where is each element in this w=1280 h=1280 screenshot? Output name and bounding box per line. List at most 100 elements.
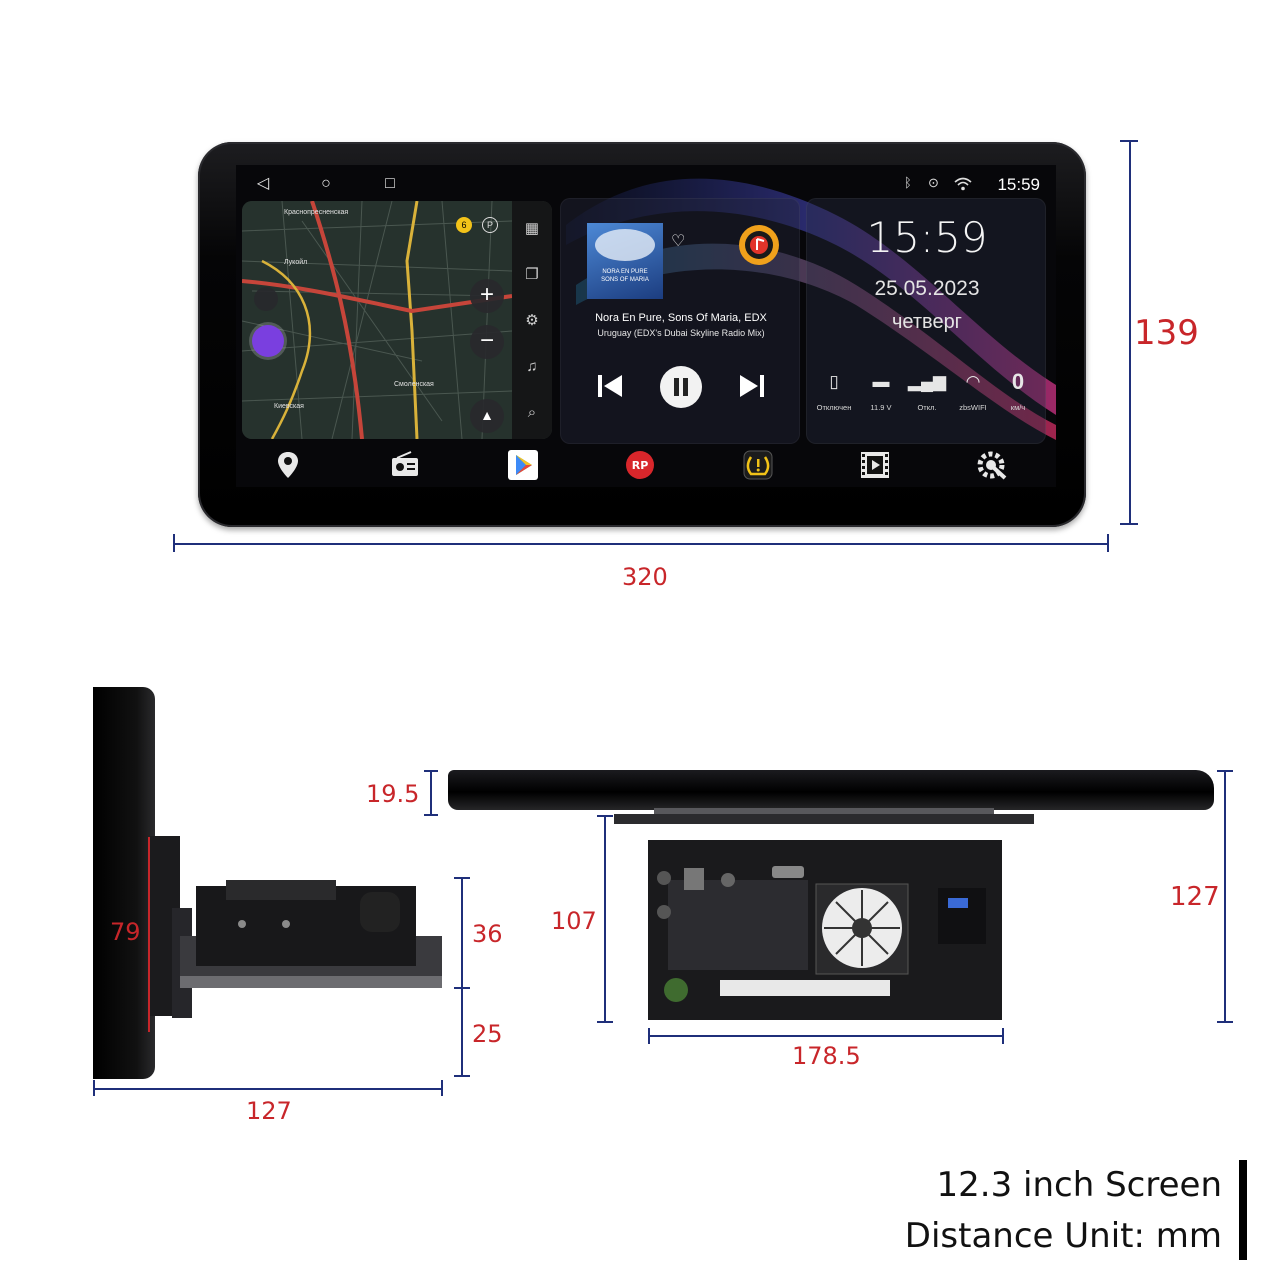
traffic-score-badge: 6 (456, 217, 472, 233)
distance-unit-text: Distance Unit: mm (904, 1216, 1222, 1256)
side-vertical-dimension-line (461, 877, 463, 1077)
song-title: Uruguay (EDX's Dubai Skyline Radio Mix) (597, 328, 765, 338)
maps-icon[interactable] (272, 449, 304, 481)
dimension-tick (597, 815, 613, 817)
footer-bar (1239, 1160, 1247, 1260)
dimension-tick (648, 1028, 650, 1044)
side-upper-label: 36 (472, 920, 503, 948)
svg-text:RP: RP (632, 459, 649, 472)
weekday: четверг (892, 311, 962, 333)
front-height-label: 139 (1134, 313, 1199, 353)
dimension-tick (1002, 1028, 1004, 1044)
home-icon[interactable]: ○ (321, 175, 331, 192)
dimension-tick (173, 534, 175, 552)
dimension-tick (1107, 534, 1109, 552)
bookmark-icon[interactable]: ❐ (525, 266, 539, 283)
search-icon[interactable]: ⌕ (527, 404, 537, 421)
chassis-width-line (648, 1035, 1004, 1037)
chassis-width-label: 178.5 (792, 1042, 861, 1070)
song-artist: Nora En Pure, Sons Of Maria, EDX (595, 312, 767, 324)
parking-icon[interactable]: P (482, 217, 498, 233)
side-depth-label: 127 (246, 1097, 292, 1125)
status-bar: ◁ ○ □ ᛒ ⊙ 15:59 (236, 165, 1056, 199)
radio-icon[interactable] (389, 449, 421, 481)
dimension-tick (1217, 770, 1233, 772)
dimension-tick (1217, 1021, 1233, 1023)
front-width-label: 320 (622, 563, 668, 591)
total-height-label: 127 (1170, 882, 1220, 912)
settings-icon[interactable] (977, 449, 1009, 481)
battery-status: ▬ 11.9 V (858, 369, 904, 412)
thickness-line (430, 770, 432, 816)
bluetooth-icon: ᛒ (904, 175, 912, 190)
play-store-icon[interactable] (507, 449, 539, 481)
map-label: Лукойл (284, 259, 308, 266)
navigation-map-widget[interactable]: Краснопресненская Лукойл Смоленская Киев… (242, 201, 552, 439)
status-clock: 15:59 (997, 175, 1040, 194)
phone-icon: ▯ (829, 372, 839, 391)
video-icon[interactable] (859, 449, 891, 481)
speed-status: 0 км/ч (995, 369, 1041, 412)
chassis-details (648, 840, 1002, 1020)
big-clock: 15:59 (866, 213, 988, 262)
settings-toggle-icon[interactable]: ⚙ (525, 312, 539, 329)
dimension-tick (454, 987, 470, 989)
wifi-status: ◠ zbsWIFI (950, 369, 996, 412)
height-dimension-line (1129, 140, 1131, 525)
phone-status: ▯ Отключен (811, 369, 857, 412)
dimension-tick (93, 1080, 95, 1096)
speed-value: 0 (1011, 369, 1025, 394)
previous-track-icon[interactable] (595, 371, 625, 401)
pause-button[interactable] (659, 365, 703, 409)
compass-icon[interactable]: ▲ (470, 399, 504, 433)
map-label: Смоленская (394, 381, 434, 388)
battery-icon: ▬ (872, 372, 890, 391)
dimension-tick (454, 877, 470, 879)
total-height-line (1224, 770, 1226, 1023)
map-label: Киевская (274, 403, 304, 410)
next-track-icon[interactable] (737, 371, 767, 401)
tire-pressure-icon[interactable] (742, 449, 774, 481)
date: 25.05.2023 (874, 277, 980, 300)
chassis-height-line (604, 815, 606, 1023)
clock-widget: 15:59 25.05.2023 четверг ▯ Отключен ▬ 11… (806, 198, 1046, 444)
album-art: NORA EN PURE SONS OF MARIA (587, 223, 663, 299)
side-height-line (148, 837, 150, 1032)
grid-icon[interactable]: ▦ (524, 220, 540, 237)
chassis-height-label: 107 (551, 907, 597, 935)
bottom-view-panel (448, 770, 1214, 810)
width-dimension-line (173, 543, 1109, 545)
back-icon[interactable]: ◁ (256, 175, 270, 192)
map-side-toolbar: ▦ ❐ ⚙ ♫ ⌕ (512, 201, 552, 439)
voice-assistant-icon[interactable] (252, 325, 284, 357)
dimension-tick (424, 814, 438, 816)
side-view-chassis (150, 836, 442, 1018)
side-depth-line (93, 1088, 443, 1090)
screen-size-text: 12.3 inch Screen (936, 1165, 1222, 1205)
rp-app-icon[interactable]: RP (624, 449, 656, 481)
chassis-rear (648, 840, 1002, 1020)
music-player-widget: NORA EN PURE SONS OF MARIA ♡ Nora En Pur… (560, 198, 800, 444)
signal-status: ▂▄▆ Откл. (904, 369, 950, 412)
recents-icon[interactable]: □ (385, 175, 395, 192)
dimension-tick (597, 1021, 613, 1023)
wifi-icon (954, 177, 972, 191)
side-height-label: 79 (110, 918, 141, 946)
dimension-tick (424, 770, 438, 772)
map-label: Краснопресненская (284, 209, 349, 216)
location-icon: ⊙ (928, 175, 939, 190)
app-dock: RP (236, 445, 1056, 485)
chat-icon[interactable] (254, 287, 278, 311)
music-note-icon[interactable]: ♫ (526, 358, 538, 375)
dimension-tick (441, 1080, 443, 1096)
signal-icon: ▂▄▆ (907, 372, 947, 391)
dimension-tick (1120, 523, 1138, 525)
zoom-out-button[interactable]: − (470, 325, 504, 359)
thickness-label: 19.5 (366, 780, 420, 808)
zoom-in-button[interactable]: + (470, 279, 504, 313)
side-lower-label: 25 (472, 1020, 503, 1048)
wifi-icon: ◠ (965, 372, 981, 391)
music-app-icon[interactable] (737, 223, 781, 267)
dimension-tick (454, 1075, 470, 1077)
favorite-heart-icon[interactable]: ♡ (671, 233, 686, 250)
